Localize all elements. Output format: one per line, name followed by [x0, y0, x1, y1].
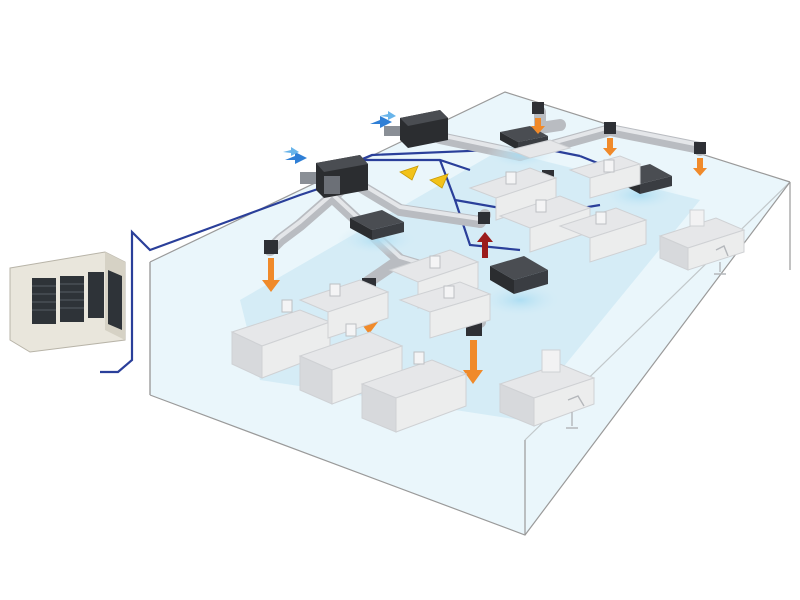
fresh-air-arrows: [283, 111, 396, 164]
office-workstations: [230, 139, 746, 433]
vrf-outdoor-unit-icon: [9, 251, 126, 353]
heat-reclaim-ventilator-icon: [300, 155, 368, 198]
heat-reclaim-ventilator-icon: [384, 110, 448, 148]
ceiling-cassette-icon: [476, 256, 564, 318]
ceiling-cassette-icon: [336, 210, 420, 256]
